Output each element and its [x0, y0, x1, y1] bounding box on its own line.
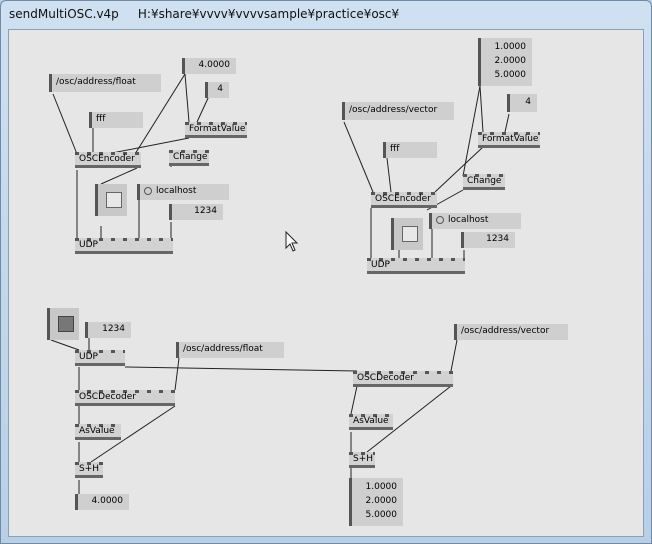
- toggle-square-icon: [106, 192, 122, 208]
- float-value-text: 4.0000: [198, 60, 231, 70]
- formatvalue-node[interactable]: FormatValue: [185, 122, 247, 138]
- formatvalue-label-2: FormatValue: [482, 134, 539, 144]
- vector-value-2: 2.0000: [494, 56, 527, 66]
- precision-value-text: 4: [217, 84, 223, 94]
- sample-hold-label: S+H: [79, 464, 100, 474]
- vector-value-1: 1.0000: [494, 42, 527, 52]
- address-vector-text-2: /osc/address/vector: [461, 326, 550, 336]
- oscdecoder-label-2: OSCDecoder: [357, 373, 414, 383]
- output-vector-value-1: 1.0000: [365, 482, 398, 492]
- udp-label-2: UDP: [371, 260, 390, 270]
- type-tag-box-2[interactable]: fff: [383, 142, 437, 158]
- radio-icon-2: [436, 215, 444, 224]
- type-tag-text-2: fff: [390, 144, 400, 154]
- host-text: localhost: [144, 186, 196, 196]
- patch-wires: [50, 73, 510, 496]
- precision-value-text-2: 4: [525, 97, 531, 107]
- patch-canvas[interactable]: /osc/address/float 4.0000 4 fff FormatVa…: [8, 29, 644, 537]
- oscdecoder-label: OSCDecoder: [79, 392, 136, 402]
- port-value-box-3[interactable]: 1234: [85, 322, 131, 338]
- port-value-text-3: 1234: [102, 324, 125, 334]
- host-string-box-2[interactable]: localhost: [429, 213, 521, 229]
- address-float-string-box[interactable]: /osc/address/float: [49, 74, 161, 92]
- output-vector-box[interactable]: 1.0000 2.0000 5.0000: [349, 478, 403, 526]
- formatvalue-label: FormatValue: [189, 124, 246, 134]
- type-tag-text: fff: [96, 114, 106, 124]
- toggle-square-on-icon: [58, 316, 74, 332]
- vector-values-box[interactable]: 1.0000 2.0000 5.0000: [478, 38, 532, 86]
- udp-node[interactable]: UDP: [75, 238, 173, 254]
- change-node-2[interactable]: Change: [463, 174, 505, 190]
- oscdecoder-node-2[interactable]: OSCDecoder: [353, 371, 453, 387]
- udp-node-2[interactable]: UDP: [367, 258, 465, 274]
- sample-hold-node-2[interactable]: S+H: [349, 452, 375, 468]
- type-tag-box[interactable]: fff: [89, 112, 143, 128]
- sample-hold-label-2: S+H: [353, 454, 374, 464]
- udp-label-3: UDP: [79, 352, 98, 362]
- address-vector-text: /osc/address/vector: [349, 105, 438, 115]
- address-vector-string-box[interactable]: /osc/address/vector: [342, 102, 454, 120]
- send-toggle-2[interactable]: [391, 218, 423, 250]
- mouse-cursor-icon: [285, 230, 299, 252]
- asvalue-node-2[interactable]: AsValue: [349, 414, 393, 430]
- udp-node-3[interactable]: UDP: [75, 350, 125, 366]
- asvalue-label: AsValue: [79, 426, 115, 436]
- receive-toggle[interactable]: [47, 308, 79, 340]
- change-node[interactable]: Change: [169, 150, 209, 166]
- asvalue-label-2: AsValue: [353, 416, 389, 426]
- sample-hold-node[interactable]: S+H: [75, 462, 103, 478]
- port-value-box[interactable]: 1234: [169, 204, 223, 220]
- address-float-text-2: /osc/address/float: [183, 344, 263, 354]
- change-label: Change: [173, 152, 208, 162]
- oscencoder-node-2[interactable]: OSCEncoder: [371, 192, 437, 208]
- change-label-2: Change: [467, 176, 502, 186]
- formatvalue-node-2[interactable]: FormatValue: [478, 132, 540, 148]
- asvalue-node[interactable]: AsValue: [75, 424, 121, 440]
- host-string-box[interactable]: localhost: [137, 184, 229, 200]
- address-float-string-box-2[interactable]: /osc/address/float: [176, 342, 284, 358]
- output-value-box[interactable]: 4.0000: [75, 494, 129, 510]
- float-value-box[interactable]: 4.0000: [182, 58, 236, 74]
- host-text-2: localhost: [436, 215, 488, 225]
- window-title: sendMultiOSC.v4p H:¥share¥vvvv¥vvvvsampl…: [9, 7, 400, 21]
- host-label: localhost: [156, 186, 197, 196]
- oscdecoder-node[interactable]: OSCDecoder: [75, 390, 175, 406]
- title-bar: sendMultiOSC.v4p H:¥share¥vvvv¥vvvvsampl…: [1, 1, 651, 29]
- precision-value-box[interactable]: 4: [205, 82, 229, 98]
- send-toggle[interactable]: [95, 184, 127, 216]
- port-value-text: 1234: [194, 206, 217, 216]
- radio-icon: [144, 186, 152, 195]
- precision-value-box-2[interactable]: 4: [507, 94, 537, 112]
- output-vector-value-3: 5.0000: [365, 510, 398, 520]
- udp-label: UDP: [79, 240, 98, 250]
- port-value-box-2[interactable]: 1234: [461, 232, 515, 248]
- vector-value-3: 5.0000: [494, 70, 527, 80]
- oscencoder-label-2: OSCEncoder: [375, 194, 431, 204]
- oscencoder-node[interactable]: OSCEncoder: [75, 152, 141, 168]
- toggle-square-icon-2: [402, 226, 418, 242]
- port-value-text-2: 1234: [486, 234, 509, 244]
- address-vector-string-box-2[interactable]: /osc/address/vector: [454, 324, 568, 340]
- output-value-text: 4.0000: [91, 496, 124, 506]
- output-vector-value-2: 2.0000: [365, 496, 398, 506]
- address-float-text: /osc/address/float: [56, 77, 136, 87]
- host-label-2: localhost: [448, 215, 489, 225]
- oscencoder-label: OSCEncoder: [79, 154, 135, 164]
